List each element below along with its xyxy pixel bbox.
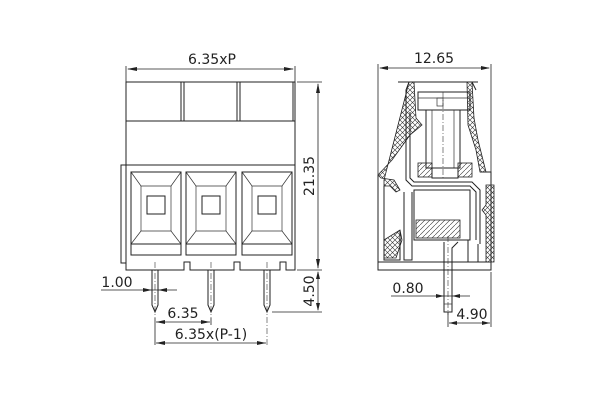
dimension-pin-thickness: 0.80: [391, 281, 470, 298]
dimension-pin-length: 4.50: [272, 271, 322, 313]
dimension-width-label: 6.35xP: [188, 52, 236, 68]
side-pin: [443, 241, 459, 313]
dimension-width: 6.35xP: [125, 52, 296, 82]
clamp-cage: [413, 189, 471, 241]
dimension-pin-span-label: 6.35x(P-1): [175, 327, 247, 343]
screw-head: [417, 91, 471, 111]
dimension-height: 21.35: [297, 81, 322, 271]
dimension-pin-width: 1.00: [101, 275, 177, 292]
current-bar: [405, 112, 477, 240]
dimension-pitch-label: 6.35: [167, 306, 198, 322]
clamp-plate: [415, 219, 461, 239]
dimension-height-label: 21.35: [302, 156, 318, 196]
wire-entry-1: [130, 171, 182, 256]
dimension-depth-label: 12.65: [414, 51, 454, 67]
wire-entry-2: [185, 171, 237, 256]
side-view: 12.65: [377, 51, 495, 327]
dimension-pin-span: 6.35x(P-1): [156, 327, 266, 345]
dimension-pin-offset-label: 4.90: [456, 307, 487, 323]
pins: [151, 262, 271, 345]
top-caps: [125, 81, 296, 122]
dimension-pin-length-label: 4.50: [302, 275, 318, 306]
dimension-pin-offset: 4.90: [447, 272, 492, 327]
dimension-pin-width-label: 1.00: [101, 275, 132, 291]
dimension-pin-thickness-label: 0.80: [392, 281, 423, 297]
dimension-pitch: 6.35: [154, 306, 212, 345]
housing-left-wall: [377, 81, 423, 193]
body-upper: [125, 120, 296, 166]
body-lower: [125, 164, 296, 271]
front-view: 6.35xP: [101, 52, 322, 345]
wire-entry-3: [241, 171, 293, 256]
